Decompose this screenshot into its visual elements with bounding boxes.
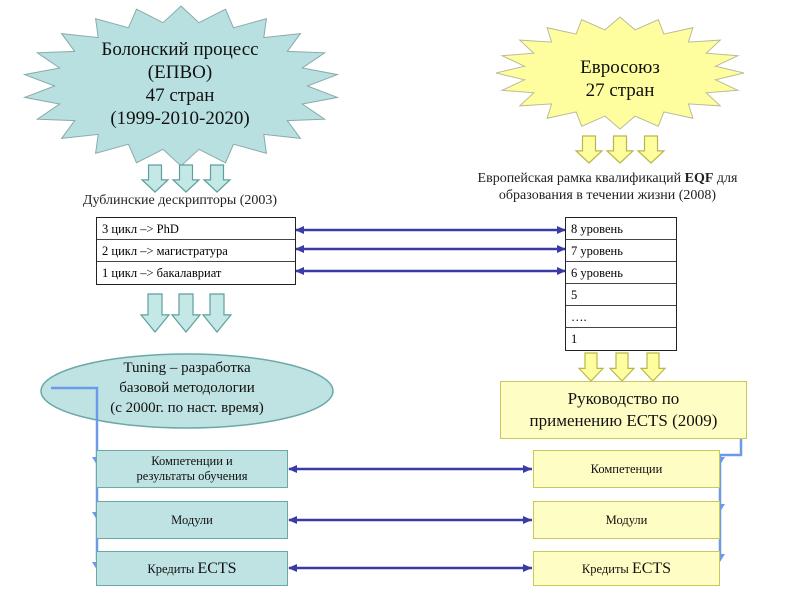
eu-line1: Евросоюз [580, 57, 660, 78]
ects-guide-box: Руководство по применению ECTS (2009) [500, 381, 747, 439]
down-arrow-guide [639, 352, 667, 382]
tuning-line3: (с 2000г. по наст. время) [110, 400, 264, 416]
down-arrow-bologna [202, 164, 232, 193]
right-modules-box: Модули [533, 501, 720, 539]
left-credits-label: Кредиты ECTS [147, 559, 237, 577]
down-arrow-tuning [139, 293, 171, 333]
bologna-line2: (ЕПВО) [147, 62, 213, 83]
tuning-line1: Tuning – разработка [123, 360, 251, 376]
left-credits-box: Кредиты ECTS [96, 551, 288, 586]
down-arrow-tuning [170, 293, 202, 333]
dublin-row: 2 цикл –> магистратура [97, 240, 295, 262]
left-modules-box: Модули [96, 501, 288, 539]
eqf-row: 5 [566, 284, 676, 306]
eqf-levels-table: 8 уровень 7 уровень 6 уровень 5 …. 1 [565, 217, 677, 351]
eqf-caption-post: для [713, 171, 738, 186]
eu-text: Евросоюз 27 стран [540, 56, 700, 102]
down-arrow-eu [605, 135, 635, 164]
left-modules-label: Модули [171, 512, 213, 527]
eqf-caption-line2: образования в течении жизни (2008) [498, 188, 717, 203]
ects-guide-line2: применению ECTS (2009) [529, 411, 718, 430]
ects-guide-line1: Руководство по [567, 389, 680, 408]
right-credits-label: Кредиты ECTS [581, 559, 672, 577]
tuning-text: Tuning – разработка базовой методологии … [57, 358, 317, 418]
tuning-line2: базовой методологии [119, 380, 255, 396]
box-connectors [288, 465, 532, 572]
bologna-line1: Болонский процесс [101, 39, 259, 60]
table-connectors [295, 226, 566, 275]
right-credits-box: Кредиты ECTS [533, 551, 720, 586]
down-arrow-eu [636, 135, 666, 164]
tuning-ellipse [40, 353, 334, 429]
left-competences-line1: Компетенции и [151, 454, 233, 468]
bologna-line4: (1999-2010-2020) [110, 108, 250, 129]
down-arrow-tuning [201, 293, 233, 333]
down-arrow-eu [574, 135, 604, 164]
eqf-caption-bold: EQF [684, 171, 714, 186]
left-competences-box: Компетенции и результаты обучения [96, 450, 288, 488]
eqf-caption: Европейская рамка квалификаций EQF для о… [425, 170, 790, 204]
left-competences-line2: результаты обучения [136, 469, 248, 483]
eu-line2: 27 стран [585, 80, 655, 101]
down-arrow-bologna [140, 164, 170, 193]
right-competences-label: Компетенции [590, 461, 663, 476]
eqf-row: 1 [571, 332, 578, 346]
dublin-caption: Дублинские дескрипторы (2003) [82, 193, 278, 208]
down-arrows [139, 135, 667, 382]
eqf-row: 6 уровень [566, 262, 676, 284]
eqf-caption-pre: Европейская рамка квалификаций [477, 171, 685, 186]
dublin-descriptors-table: 3 цикл –> PhD 2 цикл –> магистратура 1 ц… [96, 217, 296, 285]
eqf-row: 7 уровень [566, 240, 676, 262]
right-competences-box: Компетенции [533, 450, 720, 488]
down-arrow-guide [577, 352, 605, 382]
down-arrow-bologna [171, 164, 201, 193]
eu-burst-shape [495, 16, 745, 130]
bologna-line3: 47 стран [145, 85, 215, 106]
eqf-row: 8 уровень [566, 218, 676, 240]
bologna-text: Болонский процесс (ЕПВО) 47 стран (1999-… [70, 38, 290, 130]
down-arrow-guide [608, 352, 636, 382]
dublin-row: 1 цикл –> бакалавриат [102, 266, 222, 280]
right-modules-label: Модули [605, 512, 648, 527]
eqf-row: …. [566, 306, 676, 328]
dublin-row: 3 цикл –> PhD [97, 218, 295, 240]
